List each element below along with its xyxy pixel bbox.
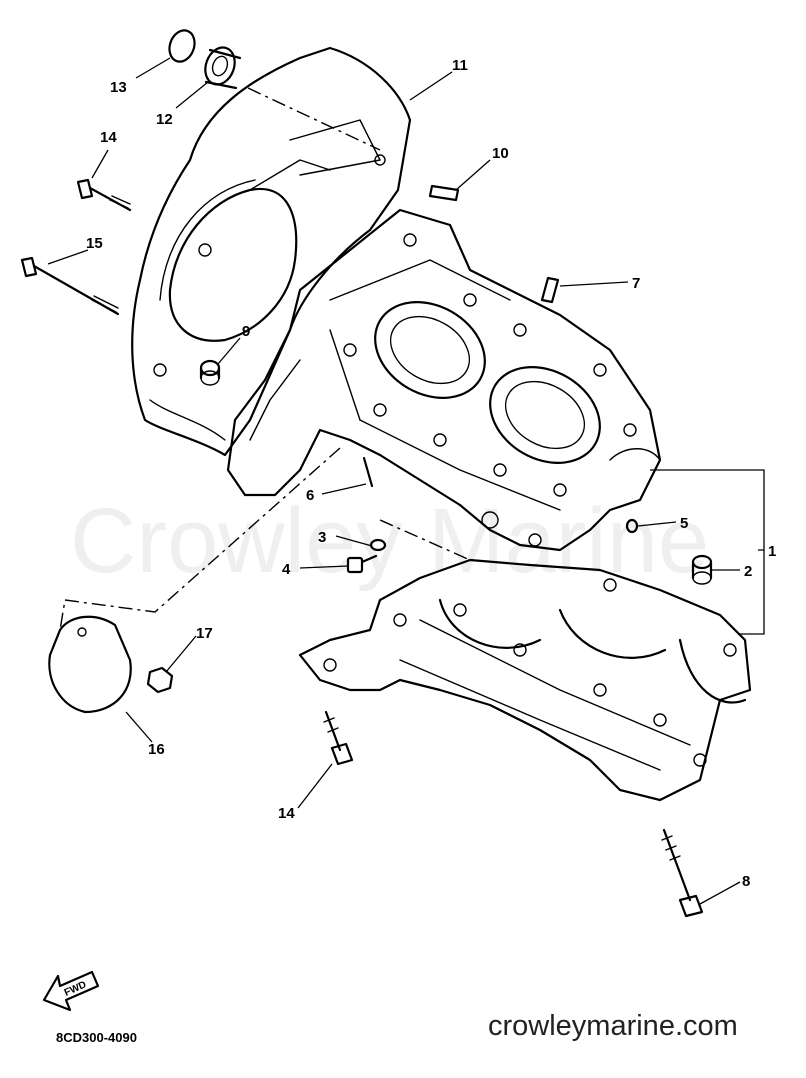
- callout-14-lower: 14: [278, 805, 295, 822]
- site-url-label: crowleymarine.com: [488, 1010, 738, 1042]
- callout-2: 2: [744, 563, 752, 580]
- callout-6: 6: [306, 487, 314, 504]
- bolt-lower-part: [661, 828, 704, 918]
- dowel-part: [691, 554, 713, 585]
- callout-3: 3: [318, 529, 326, 546]
- crankcase-lower-part: [298, 558, 752, 802]
- callout-13: 13: [110, 79, 127, 96]
- callout-1: 1: [768, 543, 776, 560]
- part-code-label: 8CD300-4090: [56, 1030, 137, 1045]
- bolt-long-part: [20, 256, 120, 316]
- o-ring-part: [625, 518, 639, 534]
- callout-12: 12: [156, 111, 173, 128]
- crankcase-cover-part: [131, 46, 412, 457]
- callout-10: 10: [492, 145, 509, 162]
- callout-5: 5: [680, 515, 688, 532]
- dowel-pin-part: [428, 184, 460, 202]
- callout-11: 11: [452, 57, 468, 74]
- phantom-line: [59, 447, 341, 631]
- collar-part: [199, 359, 221, 386]
- crankcase-upper-part: [226, 208, 662, 552]
- callout-14-upper: 14: [100, 129, 117, 146]
- phantom-line: [379, 519, 471, 561]
- nut-part: [146, 666, 174, 694]
- fwd-arrow-icon: FWD: [42, 970, 100, 1012]
- watermark-text: Crowley Marine: [70, 490, 709, 592]
- callout-4: 4: [282, 561, 291, 578]
- screw-part: [346, 554, 378, 574]
- callout-7: 7: [632, 275, 640, 292]
- callout-15: 15: [86, 235, 103, 252]
- cover-plate-part: [48, 615, 132, 714]
- bolt-lower-left-part: [323, 710, 354, 766]
- callout-9: 9: [242, 323, 250, 340]
- stud-part: [540, 276, 560, 304]
- bolt-upper-part: [76, 178, 132, 212]
- phantom-line: [247, 87, 381, 151]
- circlip-part: [168, 29, 196, 63]
- callout-17: 17: [196, 625, 213, 642]
- callout-8: 8: [742, 873, 750, 890]
- bearing-part: [204, 46, 242, 90]
- callout-16: 16: [148, 741, 165, 758]
- washer-part: [369, 538, 387, 552]
- pin-part: [362, 456, 374, 488]
